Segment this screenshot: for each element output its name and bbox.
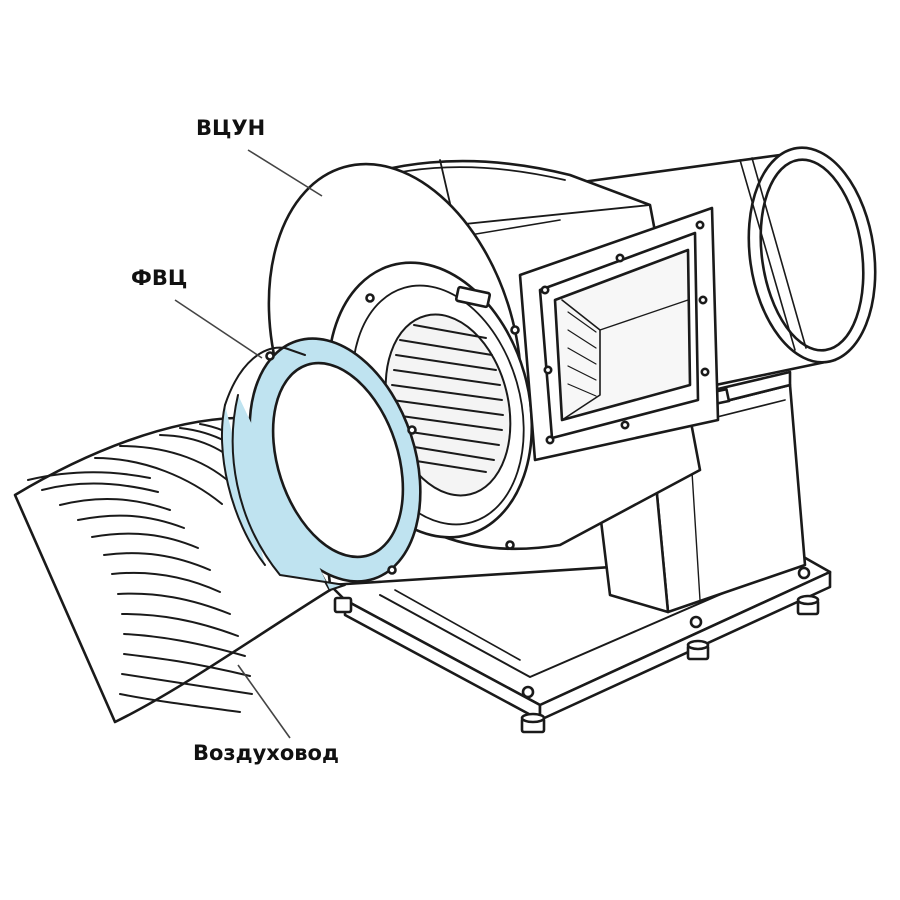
base-feet bbox=[333, 566, 820, 734]
leader-line-fan-unit bbox=[247, 149, 323, 197]
outlet-flange bbox=[518, 206, 720, 462]
leader-line-duct bbox=[237, 664, 291, 739]
leader-line-flange bbox=[174, 299, 263, 359]
impeller bbox=[384, 313, 512, 497]
label-fan-unit: ВЦУН bbox=[196, 116, 266, 140]
flange-adapter bbox=[220, 337, 422, 591]
label-flange: ФВЦ bbox=[131, 266, 188, 290]
label-duct: Воздуховод bbox=[193, 741, 339, 765]
